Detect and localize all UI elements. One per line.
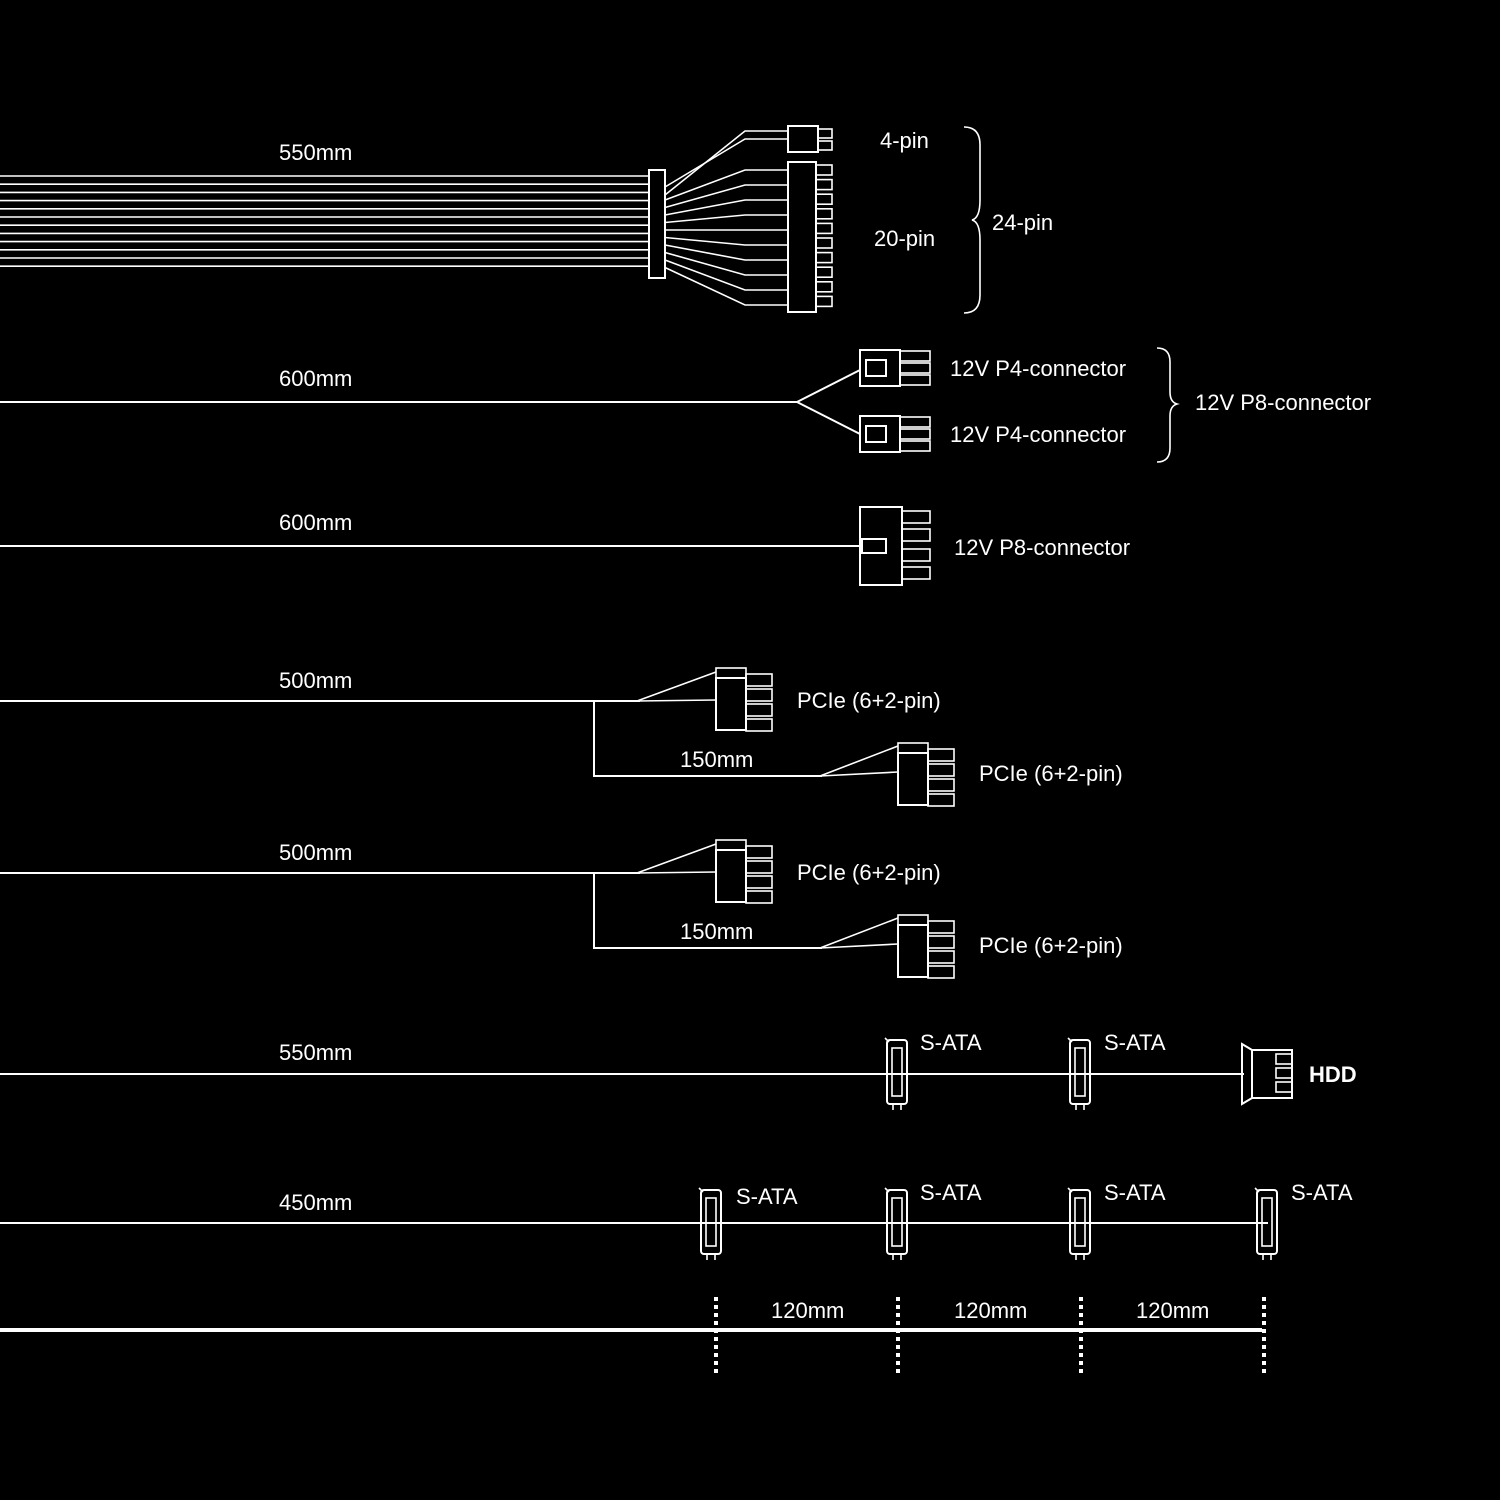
eps-p4-bottom-connector [859,415,931,453]
atx-4pin-wire [664,138,788,188]
pcie2-bottom-fan [819,917,899,949]
atx-wire-bundle [0,175,649,268]
pcie2-bottom-label: PCIe (6+2-pin) [979,933,1123,958]
atx-20pin-wire [664,214,788,224]
atx-20pin-pin [815,251,833,264]
atx-20pin-wire [664,184,788,209]
eps-group-brace [1156,347,1180,463]
ruler-seg-label-3: 120mm [1136,1298,1209,1323]
atx-20pin-wire [664,169,788,201]
ruler-seg-label-1: 120mm [771,1298,844,1323]
atx-20pin-pin [815,266,833,279]
atx-20pin-wire [664,199,788,216]
atx-20pin-wire [664,259,788,291]
atx-20pin-wire [664,236,788,246]
sata-hdd-label-2: S-ATA [1104,1030,1166,1055]
atx-20pin-label: 20-pin [874,226,935,251]
atx-length-label: 550mm [279,140,352,165]
pcie2-branch-wire [593,873,822,949]
atx-20pin-pin [815,222,833,235]
pcie1-bottom-label: PCIe (6+2-pin) [979,761,1123,786]
atx-group-brace [963,126,981,314]
sata4-length-label: 450mm [279,1190,352,1215]
atx-sleeve-clamp [648,169,666,279]
ruler-seg-label-2: 120mm [954,1298,1027,1323]
atx-20pin-pin [815,208,833,220]
pcie2-length-label: 500mm [279,840,352,865]
atx-20pin-wire [664,251,788,276]
pcie1-bottom-fan [819,745,899,777]
pcie-cable-1: 500mm PCIe (6+2-pin) 150mm PCIe (6+2-pin… [0,667,1123,807]
atx-20pin-pin [815,193,833,205]
atx-20pin-pin [815,178,833,191]
atx-20pin-wire [664,266,788,306]
sata4-label-1: S-ATA [736,1184,798,1209]
atx-group-label: 24-pin [992,210,1053,235]
pcie1-branch-wire [593,701,822,777]
atx-fan-wires [664,130,788,306]
hdd-label: HDD [1309,1062,1357,1087]
sata4-label-3: S-ATA [1104,1180,1166,1205]
eps-single-cable: 600mm 12V P8-connector [0,506,1130,586]
pcie1-branch-label: 150mm [680,747,753,772]
eps-split-cable: 600mm 12V P4-connector 12V P4-connector … [0,347,1371,463]
pcie2-top-label: PCIe (6+2-pin) [797,860,941,885]
pcie2-top-connector [715,839,773,904]
atx-4pin-label: 4-pin [880,128,929,153]
pcie2-branch-label: 150mm [680,919,753,944]
eps-p8-connector [859,506,931,586]
eps-p4-bottom-label: 12V P4-connector [950,422,1126,447]
atx-4pin-connector [787,125,833,153]
atx-20pin-connector [787,161,833,313]
eps-split-length-label: 600mm [279,366,352,391]
sata4-label-2: S-ATA [920,1180,982,1205]
pcie1-bottom-connector [897,742,955,807]
atx-20pin-wire [664,244,788,261]
sata-hdd-length-label: 550mm [279,1040,352,1065]
sata4-label-4: S-ATA [1291,1180,1353,1205]
pcie-cable-2: 500mm PCIe (6+2-pin) 150mm PCIe (6+2-pin… [0,839,1123,979]
atx-20pin-pin [815,164,833,176]
eps-group-label: 12V P8-connector [1195,390,1371,415]
atx-20pin-pin [815,295,833,308]
eps-split-fork [796,369,861,435]
sata-hdd-label-1: S-ATA [920,1030,982,1055]
atx-24pin-cable: 550mm 4-pin 20-pin 24-pin [0,125,1053,314]
atx-4pin-wire [664,130,788,196]
atx-20pin-pin [815,237,833,249]
hdd-molex-connector [1241,1042,1293,1106]
eps-p4-top-label: 12V P4-connector [950,356,1126,381]
atx-20pin-pin [815,280,833,293]
pcie1-top-connector [715,667,773,732]
eps-p4-top-connector [859,349,931,387]
sata4-cable: 450mm S-ATA S-ATA S-ATA S-ATA [0,1180,1353,1261]
sata-hdd-cable: 550mm S-ATA S-ATA HDD [0,1030,1357,1111]
pcie1-top-fan [636,671,717,702]
pcie2-bottom-connector [897,914,955,979]
pcie2-top-fan [636,843,717,874]
pcie1-top-label: PCIe (6+2-pin) [797,688,941,713]
eps-single-label: 12V P8-connector [954,535,1130,560]
eps-single-length-label: 600mm [279,510,352,535]
spacing-ruler: 120mm 120mm 120mm [0,1297,1266,1377]
pcie1-length-label: 500mm [279,668,352,693]
